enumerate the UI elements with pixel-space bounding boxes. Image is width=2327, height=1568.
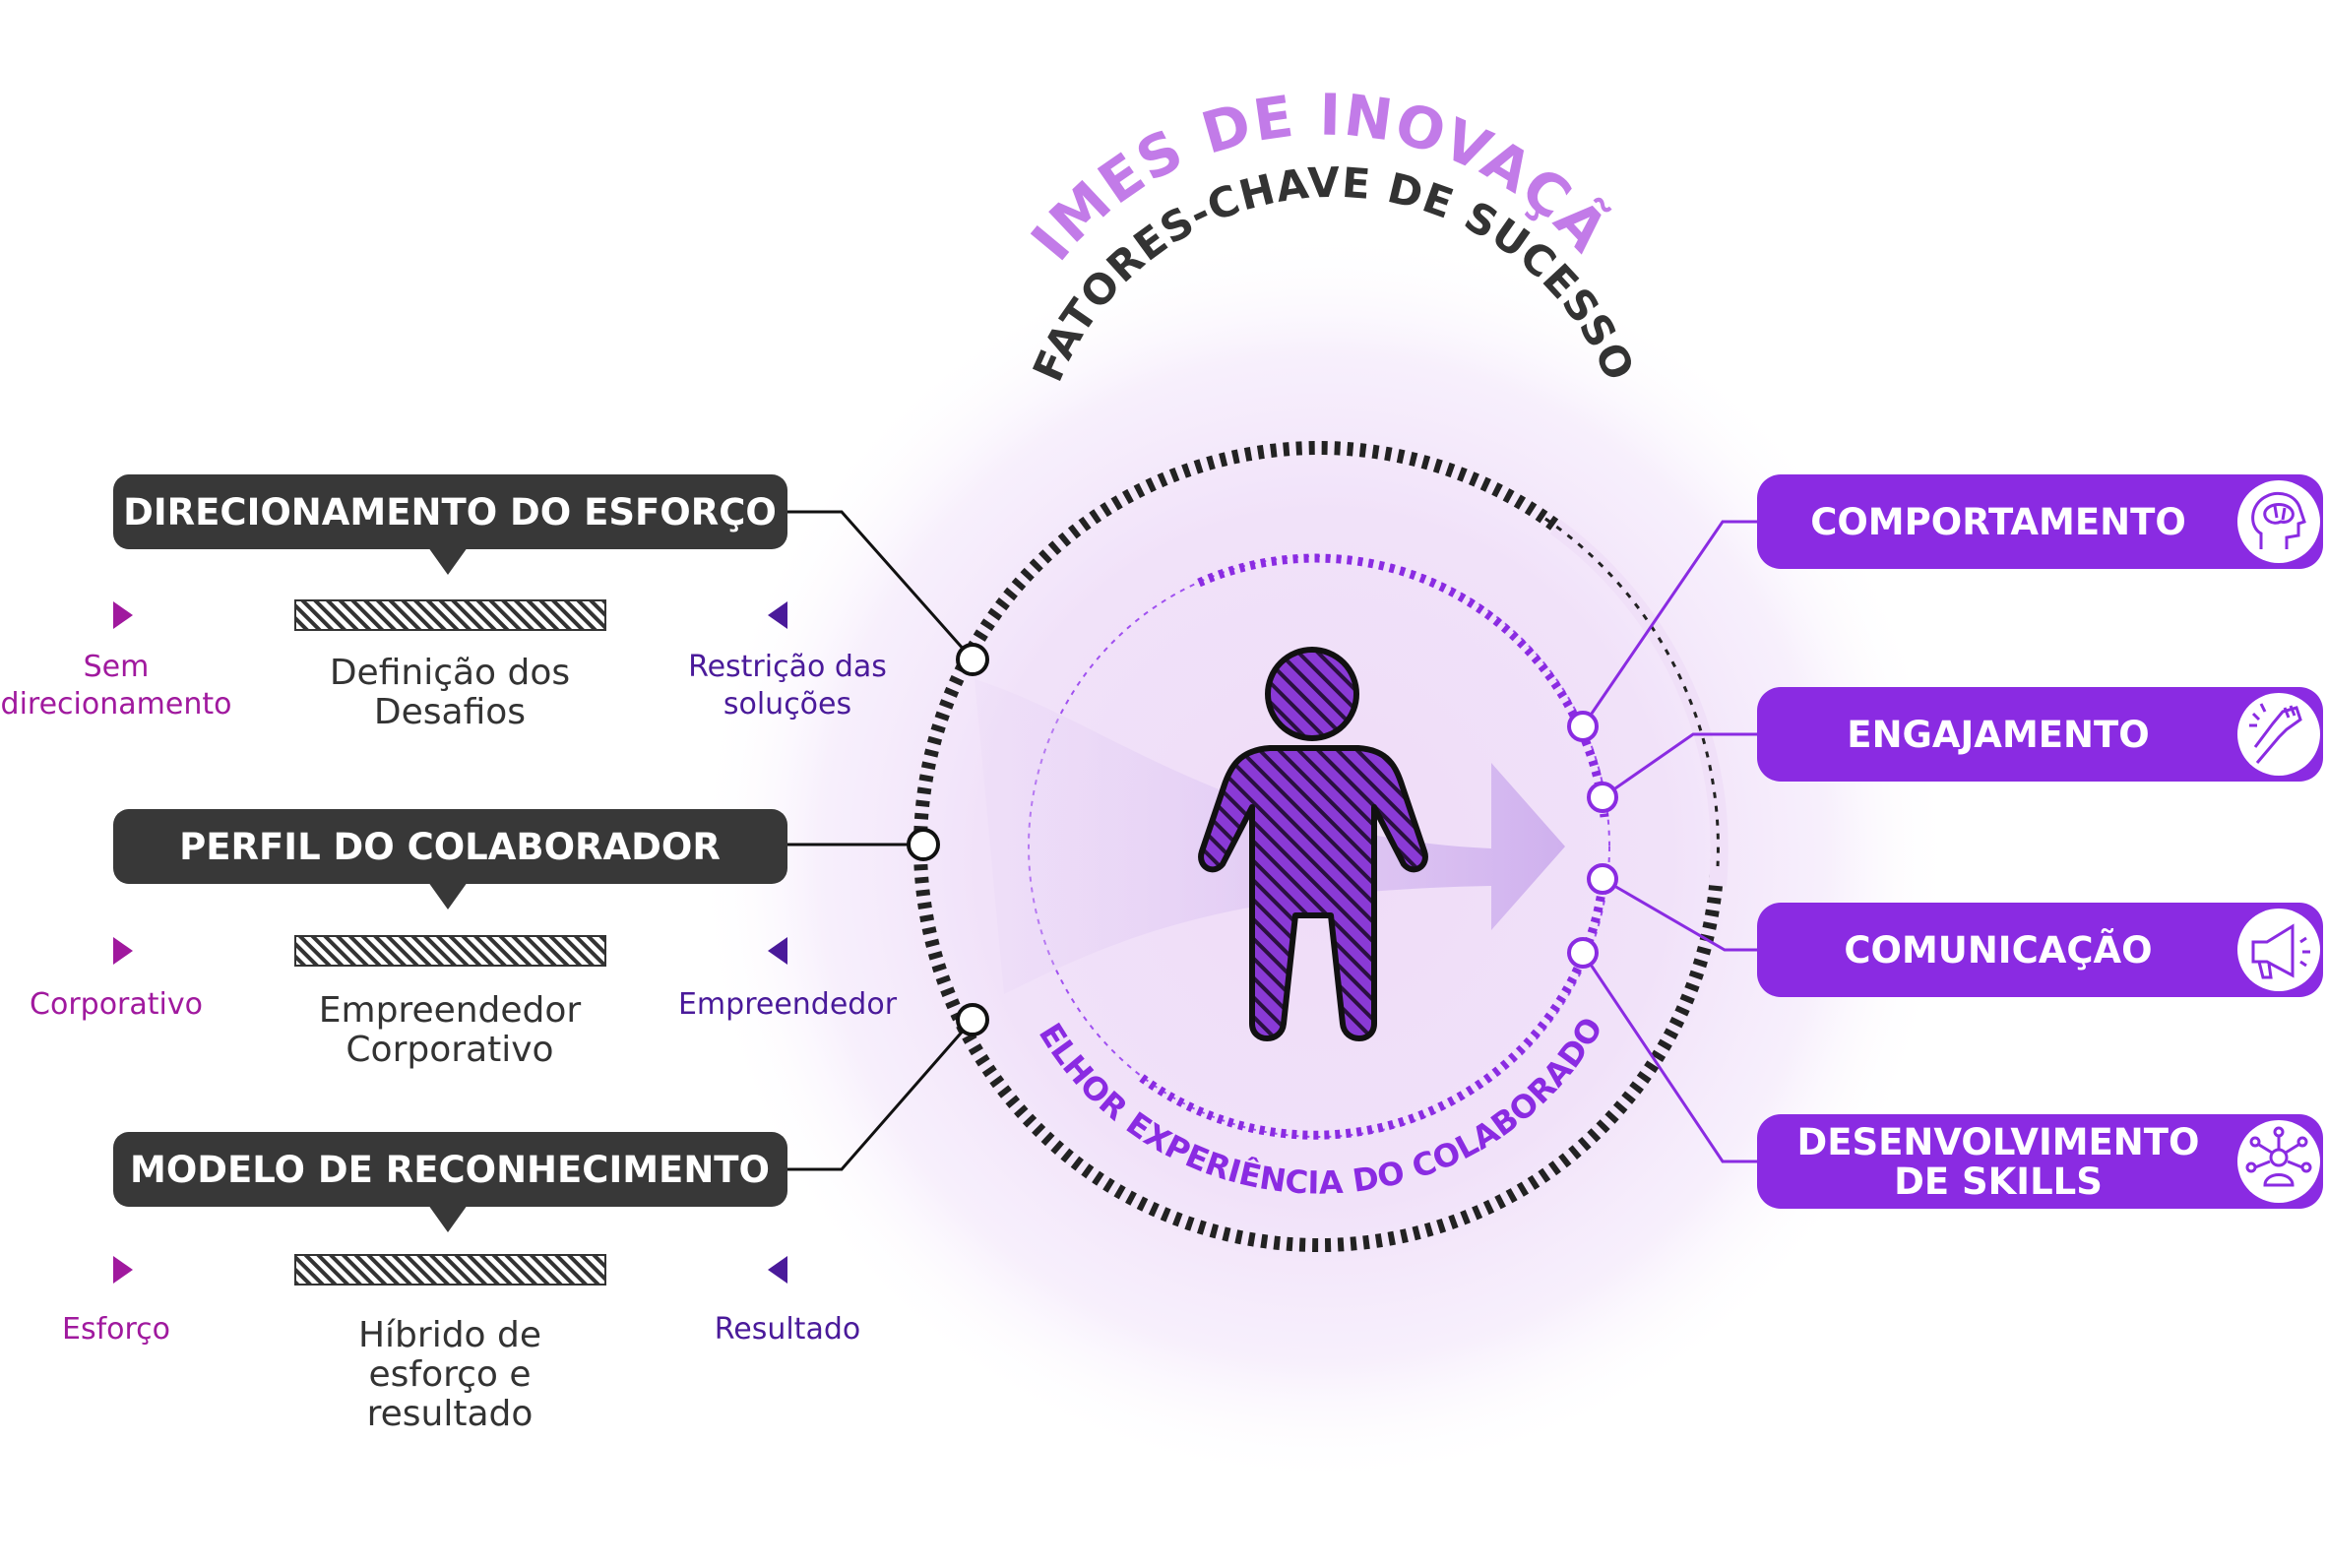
scale-right-label: Empreendedor [678, 987, 898, 1022]
scale-left-label: Esforço [62, 1312, 170, 1347]
scale-range-marker [294, 1254, 606, 1286]
scale-right-arrow [768, 601, 787, 629]
scale-left-label: Corporativo [30, 987, 203, 1022]
factor-label-box [113, 809, 787, 884]
factor-pill-label: ENGAJAMENTO [1847, 714, 2149, 756]
scale-right-label: Resultado [715, 1312, 860, 1347]
left-node-1 [956, 643, 989, 676]
factor-pill [1757, 1114, 2323, 1209]
scale-left-arrow [113, 1256, 133, 1284]
scale-middle-label-line: Definição dos [330, 653, 570, 693]
scale-middle-label-line: Híbrido de [358, 1315, 541, 1355]
scale-left-arrow [113, 937, 133, 965]
factor-label-box [113, 474, 787, 549]
factor-pill-label: COMPORTAMENTO [1810, 501, 2186, 543]
scale-left-arrow [113, 601, 133, 629]
left-node-2 [907, 828, 940, 861]
factor-pill-label: COMUNICAÇÃO [1844, 928, 2152, 972]
left-factor-3: MODELO DE RECONHECIMENTO Esforço Híbrido d… [62, 1132, 860, 1434]
scale-middle-label-line: Corporativo [346, 1030, 553, 1070]
right-factor-2: ENGAJAMENTO [1757, 687, 2323, 782]
factor-pill-label-line: DESENVOLVIMENTO [1797, 1121, 2200, 1163]
person-icon [1198, 647, 1428, 1041]
factor-label: MODELO DE RECONHECIMENTO [130, 1149, 770, 1191]
factor-icon-badge [2237, 1120, 2320, 1203]
factor-label: DIRECIONAMENTO DO ESFORÇO [123, 491, 777, 533]
left-connectors [787, 510, 975, 1171]
right-node-4 [1567, 937, 1599, 969]
factor-pill-label-line: COMUNICAÇÃO [1844, 928, 2152, 972]
factor-label: PERFIL DO COLABORADOR [179, 826, 721, 868]
head-brain-icon [2251, 491, 2306, 549]
inner-ring-thick-top [1197, 553, 1609, 818]
scale-middle-label-line: resultado [367, 1394, 534, 1434]
scale-middle-label-line: esforço e [368, 1354, 531, 1395]
right-factor-3: COMUNICAÇÃO [1757, 903, 2323, 997]
factor-pill-label-line: DE SKILLS [1894, 1160, 2103, 1203]
inner-ring-thick-bottom [1139, 885, 1607, 1140]
factor-label-pointer [428, 1205, 468, 1232]
factor-label-pointer [428, 882, 468, 909]
factor-icon-badge [2237, 693, 2320, 776]
right-factor-1: COMPORTAMENTO [1757, 474, 2323, 569]
scale-right-label-line: Restrição das [688, 650, 887, 684]
scale-left-label-line: Corporativo [30, 987, 203, 1022]
factor-label-pointer [428, 547, 468, 575]
scale-middle-label-line: Desafios [374, 692, 526, 732]
factor-label-box [113, 1132, 787, 1207]
factor-pill [1757, 903, 2323, 997]
scale-right-label-line: Empreendedor [678, 987, 898, 1022]
right-node-3 [1587, 863, 1618, 895]
scale-right-label-line: Resultado [715, 1312, 860, 1347]
scale-right-arrow [768, 937, 787, 965]
scale-left-label-line: Esforço [62, 1312, 170, 1347]
raised-fist-icon [2249, 703, 2302, 764]
right-node-1 [1567, 711, 1599, 742]
scale-right-label-line: soluções [723, 687, 851, 721]
factor-pill [1757, 474, 2323, 569]
factor-pill [1757, 687, 2323, 782]
megaphone-icon [2251, 923, 2310, 979]
outer-ring-thin-line [1544, 517, 1720, 867]
right-node-2 [1587, 782, 1618, 813]
network-person-icon [2245, 1126, 2312, 1187]
left-node-3 [956, 1003, 989, 1036]
scale-right-arrow [768, 1256, 787, 1284]
scale-left-label-line: direcionamento [1, 687, 232, 721]
scale-range-marker [294, 935, 606, 967]
scale-middle-label-line: Empreendedor [319, 990, 582, 1031]
factor-icon-badge [2237, 909, 2320, 991]
scale-left-label-line: Sem [84, 650, 150, 684]
scale-range-marker [294, 599, 606, 631]
factor-pill-label-line: ENGAJAMENTO [1847, 714, 2149, 756]
factor-pill-label-line: COMPORTAMENTO [1810, 501, 2186, 543]
right-connectors [1581, 520, 1757, 1163]
